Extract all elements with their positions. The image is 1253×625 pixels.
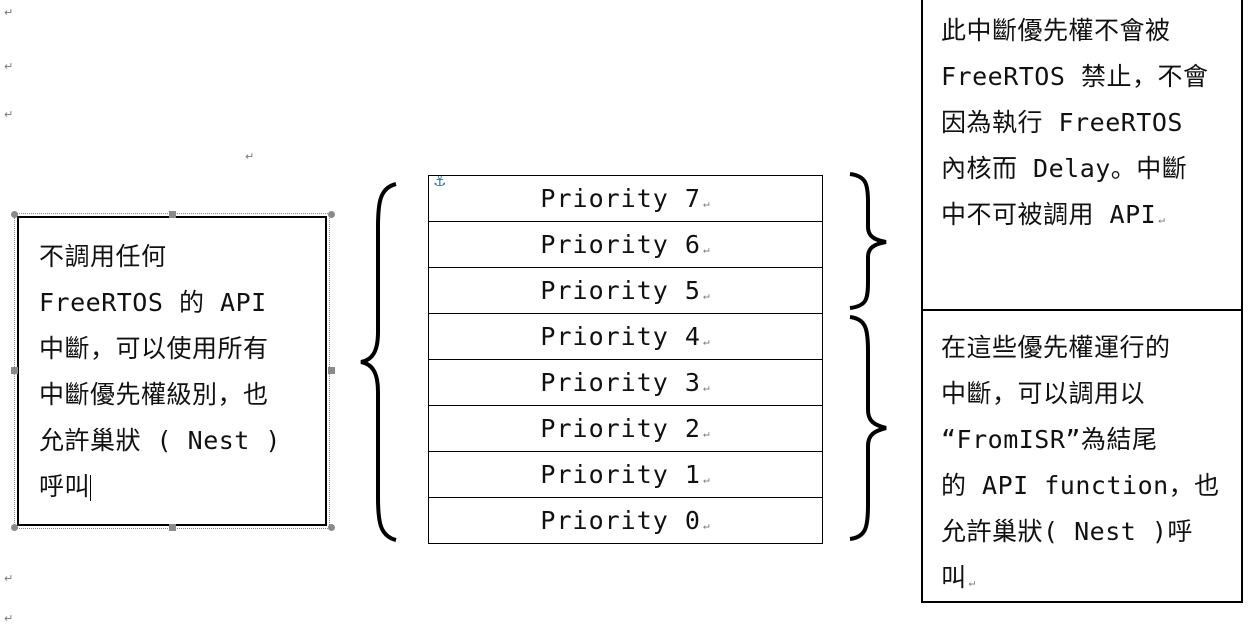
paragraph-mark: ↵ (702, 519, 711, 532)
priority-label: Priority 7 (540, 184, 701, 213)
priority-row: Priority 3↵ (428, 359, 823, 406)
priority-row: Priority 4↵ (428, 313, 823, 360)
paragraph-mark: ↵ (1158, 213, 1166, 226)
brace-path (849, 172, 887, 310)
resize-handle-top-left[interactable] (11, 211, 18, 218)
priority-row: Priority 0↵ (428, 497, 823, 544)
resize-handle-bottom-left[interactable] (11, 524, 18, 531)
priority-cell[interactable]: Priority 0↵ (428, 497, 823, 544)
resize-handle-left[interactable] (11, 367, 18, 374)
priority-row: Priority 7↵ (428, 175, 823, 222)
priority-label: Priority 6 (540, 230, 701, 259)
resize-handle-right[interactable] (328, 367, 335, 374)
priority-cell[interactable]: Priority 2↵ (428, 405, 823, 452)
paragraph-mark: ↵ (702, 243, 711, 256)
priority-cell[interactable]: Priority 1↵ (428, 451, 823, 498)
paragraph-mark: ↵ (4, 60, 14, 73)
priority-label: Priority 0 (540, 506, 701, 535)
priority-label: Priority 1 (540, 460, 701, 489)
resize-handle-top[interactable] (169, 211, 176, 218)
priority-row: Priority 1↵ (428, 451, 823, 498)
brace-path (360, 182, 397, 542)
right-top-box-text[interactable]: 此中斷優先權不會被 FreeRTOS 禁止，不會 因為執行 FreeRTOS 內… (941, 16, 1209, 229)
paragraph-mark: ↵ (702, 427, 711, 440)
paragraph-mark: ↵ (4, 108, 14, 121)
resize-handle-bottom-right[interactable] (328, 524, 335, 531)
right-top-text-box[interactable]: 此中斷優先權不會被 FreeRTOS 禁止，不會 因為執行 FreeRTOS 內… (921, 0, 1243, 311)
right-bottom-text-box[interactable]: 在這些優先權運行的 中斷，可以調用以 “FromISR”為結尾 的 API fu… (921, 309, 1243, 603)
paragraph-mark: ↵ (4, 572, 14, 585)
priority-row: Priority 5↵ (428, 267, 823, 314)
paragraph-mark: ↵ (702, 473, 711, 486)
priority-label: Priority 2 (540, 414, 701, 443)
upper-right-curly-brace (849, 172, 887, 310)
text-cursor (90, 475, 92, 501)
priority-cell[interactable]: Priority 5↵ (428, 267, 823, 314)
paragraph-mark: ↵ (702, 381, 711, 394)
priority-row: Priority 2↵ (428, 405, 823, 452)
left-curly-brace (360, 182, 397, 542)
priority-table-body: Priority 7↵Priority 6↵Priority 5↵Priorit… (428, 175, 823, 544)
priority-cell[interactable]: Priority 7↵ (428, 175, 823, 222)
brace-path (849, 315, 887, 541)
paragraph-mark: ↵ (702, 197, 711, 210)
priority-label: Priority 4 (540, 322, 701, 351)
priority-label: Priority 3 (540, 368, 701, 397)
priority-cell[interactable]: Priority 6↵ (428, 221, 823, 268)
priority-cell[interactable]: Priority 3↵ (428, 359, 823, 406)
resize-handle-top-right[interactable] (328, 211, 335, 218)
lower-right-curly-brace (849, 315, 887, 541)
paragraph-mark: ↵ (702, 289, 711, 302)
left-box-text[interactable]: 不調用任何 FreeRTOS 的 API 中斷，可以使用所有 中斷優先權級別，也… (39, 242, 281, 501)
priority-row: Priority 6↵ (428, 221, 823, 268)
paragraph-mark: ↵ (968, 576, 976, 589)
paragraph-mark: ↵ (702, 335, 711, 348)
right-bottom-box-text[interactable]: 在這些優先權運行的 中斷，可以調用以 “FromISR”為結尾 的 API fu… (941, 333, 1220, 592)
paragraph-mark: ↵ (4, 6, 14, 19)
priority-cell[interactable]: Priority 4↵ (428, 313, 823, 360)
priority-table: Priority 7↵Priority 6↵Priority 5↵Priorit… (428, 175, 823, 544)
paragraph-mark: ↵ (245, 150, 255, 163)
resize-handle-bottom[interactable] (169, 524, 176, 531)
left-text-box[interactable]: 不調用任何 FreeRTOS 的 API 中斷，可以使用所有 中斷優先權級別，也… (14, 213, 330, 529)
paragraph-mark: ↵ (4, 612, 14, 625)
priority-label: Priority 5 (540, 276, 701, 305)
